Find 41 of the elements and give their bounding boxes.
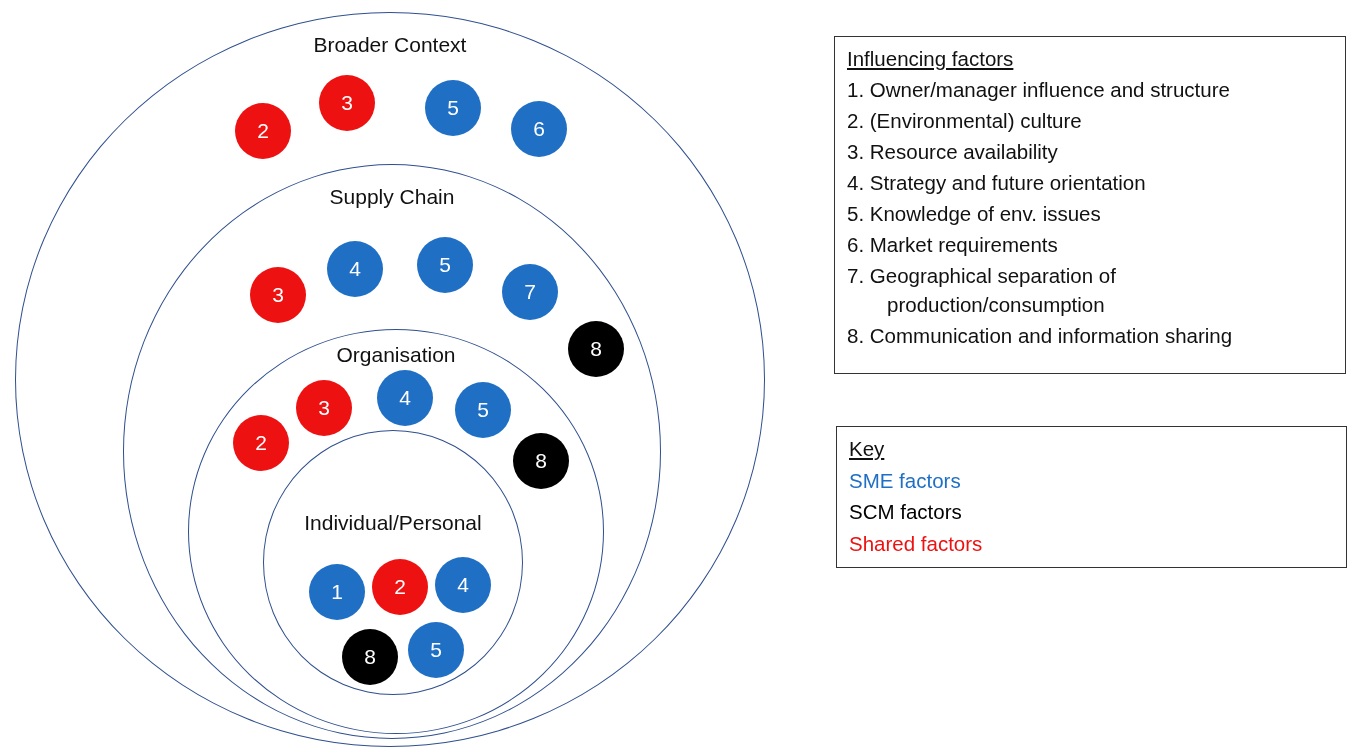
- number-circle: 5: [417, 237, 473, 293]
- circle-title: Broader Context: [313, 33, 467, 57]
- number-circle: 2: [372, 559, 428, 615]
- number-circle: 5: [455, 382, 511, 438]
- number-circle: 4: [327, 241, 383, 297]
- number-circle: 7: [502, 264, 558, 320]
- organisation-circle: [188, 329, 604, 734]
- number-circle: 4: [435, 557, 491, 613]
- circle-title: Organisation: [336, 343, 456, 367]
- number-circle: 2: [233, 415, 289, 471]
- number-circle: 1: [309, 564, 365, 620]
- factor-item: 5. Knowledge of env. issues: [847, 200, 1102, 227]
- number-circle: 8: [568, 321, 624, 377]
- factor-item: 7. Geographical separation of production/consumption: [847, 262, 1117, 318]
- number-circle: 2: [235, 103, 291, 159]
- legend-entry: SCM factors: [849, 499, 963, 525]
- number-circle: 8: [342, 629, 398, 685]
- factor-item: 1. Owner/manager influence and structure: [847, 76, 1231, 103]
- context-circle: [15, 12, 765, 747]
- factor-item: 8. Communication and information sharing: [847, 322, 1234, 349]
- box-heading: Influencing factors: [847, 46, 1015, 72]
- box-heading: Key: [849, 436, 886, 462]
- supply-chain-circle: [123, 164, 661, 739]
- factor-item: 6. Market requirements: [847, 231, 1059, 258]
- circle-title: Supply Chain: [329, 185, 455, 209]
- factor-item: 3. Resource availability: [847, 138, 1059, 165]
- number-circle: 5: [408, 622, 464, 678]
- number-circle: 3: [296, 380, 352, 436]
- number-circle: 3: [250, 267, 306, 323]
- number-circle: 8: [513, 433, 569, 489]
- factor-item: 2. (Environmental) culture: [847, 107, 1083, 134]
- key-box: [836, 426, 1347, 568]
- circle-title: Individual/Personal: [304, 511, 482, 535]
- legend-entry: Shared factors: [849, 530, 984, 557]
- number-circle: 5: [425, 80, 481, 136]
- legend-entry: SME factors: [849, 467, 962, 494]
- number-circle: 6: [511, 101, 567, 157]
- number-circle: 3: [319, 75, 375, 131]
- factor-item: 4. Strategy and future orientation: [847, 169, 1147, 196]
- number-circle: 4: [377, 370, 433, 426]
- factor-list-box: [834, 36, 1346, 374]
